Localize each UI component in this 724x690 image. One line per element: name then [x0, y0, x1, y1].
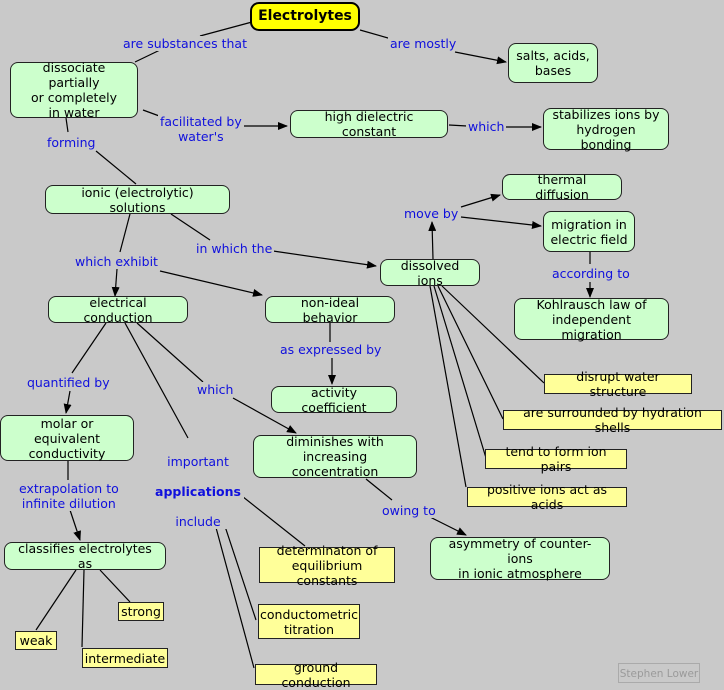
leaf-disrupt: disrupt water structure — [544, 369, 692, 399]
link-applications-word: applications — [155, 484, 241, 499]
node-electrolytes: Electrolytes — [250, 2, 360, 31]
link-extrapolation: extrapolation to infinite dilution — [17, 481, 121, 511]
node-non-ideal: non-ideal behavior — [265, 295, 395, 325]
link-are-mostly: are mostly — [388, 36, 459, 51]
link-facilitated: facilitated by water's — [158, 114, 244, 144]
edge-moveby-thermal — [460, 193, 501, 208]
link-include: include — [175, 514, 221, 529]
link-which-2: which — [195, 382, 236, 397]
link-as-expressed: as expressed by — [278, 342, 384, 357]
edge-quantified-molar — [63, 390, 72, 414]
edge-dissolved-acids — [429, 285, 467, 488]
node-migration: migration in electric field — [543, 211, 635, 252]
edge-dissociate-forming — [65, 117, 69, 133]
leaf-ion-pairs: tend to form ion pairs — [485, 444, 627, 474]
link-important: important — [167, 454, 229, 469]
edge-conduction-quantified — [71, 322, 107, 374]
edge-moveby-migration — [460, 216, 542, 229]
leaf-conductometric: conductometric titration — [258, 604, 360, 639]
leaf-determination: determinaton of equilibrium constants — [259, 543, 395, 588]
edge-substances-dissociate — [134, 49, 161, 63]
node-salts: salts, acids, bases — [508, 43, 598, 83]
edge-classifies-intermediate — [81, 569, 85, 648]
link-are-substances: are substances that — [121, 36, 249, 51]
node-dissociate: dissociate partially or completely in wa… — [10, 60, 138, 120]
edge-extrapolation-classifies — [69, 509, 81, 541]
edge-dissolved-hydration — [437, 285, 504, 420]
node-asymmetry: asymmetry of counter-ions in ionic atmos… — [430, 536, 610, 581]
link-in-which-the: in which the — [194, 241, 275, 256]
edge-mostly-salts — [454, 51, 507, 65]
node-thermal-diffusion: thermal diffusion — [502, 172, 622, 202]
edge-which-diminishes — [232, 397, 297, 434]
edge-diminishes-owing — [365, 478, 393, 501]
node-classifies: classifies electrolytes as — [4, 541, 166, 571]
leaf-intermediate: intermediate — [82, 648, 168, 668]
node-electrical-conduction: electrical conduction — [48, 295, 188, 325]
edge-dissolved-disrupt — [441, 285, 545, 384]
edge-inwhich-dissolved — [272, 250, 377, 269]
leaf-weak: weak — [15, 631, 57, 650]
link-which-exhibit: which exhibit — [73, 254, 160, 269]
edge-dissolved-ionpairs — [433, 285, 487, 459]
edge-classifies-strong — [99, 569, 131, 603]
node-molar: molar or equivalent conductivity — [0, 415, 134, 461]
edge-forming-ionic — [95, 150, 137, 185]
link-according-to: according to — [550, 266, 632, 281]
link-which-1: which — [466, 119, 507, 134]
edge-dielectric-which — [448, 124, 468, 127]
link-applications: important applications include — [152, 439, 244, 529]
edge-root-substances — [199, 21, 253, 37]
node-ionic-solutions: ionic (electrolytic) solutions — [45, 185, 230, 215]
link-quantified: quantified by — [25, 375, 112, 390]
edge-conduction-important — [124, 322, 189, 439]
author-credit: Stephen Lower — [618, 663, 700, 683]
node-stabilizes: stabilizes ions by hydrogen bonding — [543, 107, 669, 152]
node-activity-coefficient: activity coefficient — [271, 385, 397, 415]
link-forming: forming — [45, 135, 98, 150]
node-diminishes: diminishes with increasing concentration — [253, 434, 417, 479]
link-move-by: move by — [402, 206, 461, 221]
node-dielectric: high dielectric constant — [290, 109, 448, 139]
node-kohlrausch: Kohlrausch law of independent migration — [514, 297, 669, 342]
leaf-positive-acids: positive ions act as acids — [467, 482, 627, 512]
node-dissolved-ions: dissolved ions — [380, 258, 480, 288]
leaf-strong: strong — [118, 602, 164, 621]
edge-owing-asymmetry — [427, 515, 467, 536]
link-owing-to: owing to — [380, 503, 438, 518]
edge-dissolved-moveby — [428, 221, 437, 260]
edge-exhibit-nonideal — [159, 270, 263, 297]
edge-ionic-exhibit — [119, 213, 131, 253]
edge-classifies-weak — [35, 569, 77, 631]
leaf-hydration: are surrounded by hydration shells — [503, 405, 722, 435]
edge-exhibit-conduction — [111, 268, 120, 297]
leaf-ground-conduction: ground conduction — [255, 660, 377, 690]
edge-ionic-inwhich — [170, 213, 211, 241]
edge-conduction-which — [136, 322, 204, 383]
